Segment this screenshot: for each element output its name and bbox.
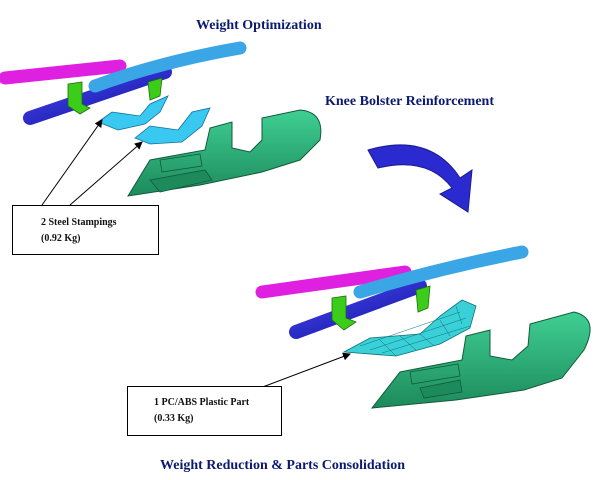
bottom-knee-bolster: [370, 311, 591, 409]
bottom-bracket-right: [415, 285, 431, 313]
bottom-light-blue-tube: [353, 245, 529, 299]
callout-steel-weight: (0.92 Kg): [41, 233, 81, 244]
callout-plastic-weight: (0.33 Kg): [154, 413, 194, 424]
callout-plastic-part: 1 PC/ABS Plastic Part (0.33 Kg): [127, 386, 282, 436]
title-weight-reduction: Weight Reduction & Parts Consolidation: [160, 458, 406, 473]
top-light-blue-tube: [88, 41, 247, 93]
title-weight-optimization: Weight Optimization: [196, 18, 322, 33]
arrow-to-stamping-1: [41, 119, 103, 206]
callout-steel-stampings: 2 Steel Stampings (0.92 Kg): [12, 205, 159, 255]
arrow-to-stamping-2: [69, 141, 143, 206]
top-bracket-right: [147, 77, 163, 101]
bottom-dark-blue-tube: [289, 279, 427, 339]
title-knee-bolster-reinforcement: Knee Bolster Reinforcement: [325, 94, 494, 109]
top-dark-blue-tube: [23, 65, 172, 125]
bottom-magenta-bar: [255, 265, 412, 299]
top-bracket-left: [67, 81, 91, 115]
bottom-bracket-left: [331, 295, 357, 331]
top-magenta-bar: [0, 59, 127, 85]
top-knee-bolster: [127, 109, 322, 197]
bottom-assembly: [255, 245, 591, 409]
callout-steel-label: 2 Steel Stampings: [41, 217, 117, 228]
steel-stamping-1: [97, 95, 169, 131]
curved-arrow-icon: [367, 144, 473, 213]
plastic-part: [342, 299, 477, 357]
top-assembly: [0, 41, 322, 197]
arrow-to-plastic-part: [259, 352, 351, 389]
callout-plastic-label: 1 PC/ABS Plastic Part: [154, 397, 250, 408]
steel-stamping-2: [134, 107, 211, 145]
